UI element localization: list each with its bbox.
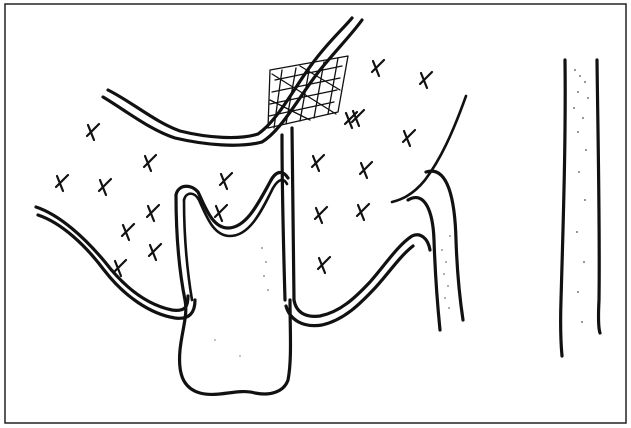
figure-frame <box>5 4 626 423</box>
